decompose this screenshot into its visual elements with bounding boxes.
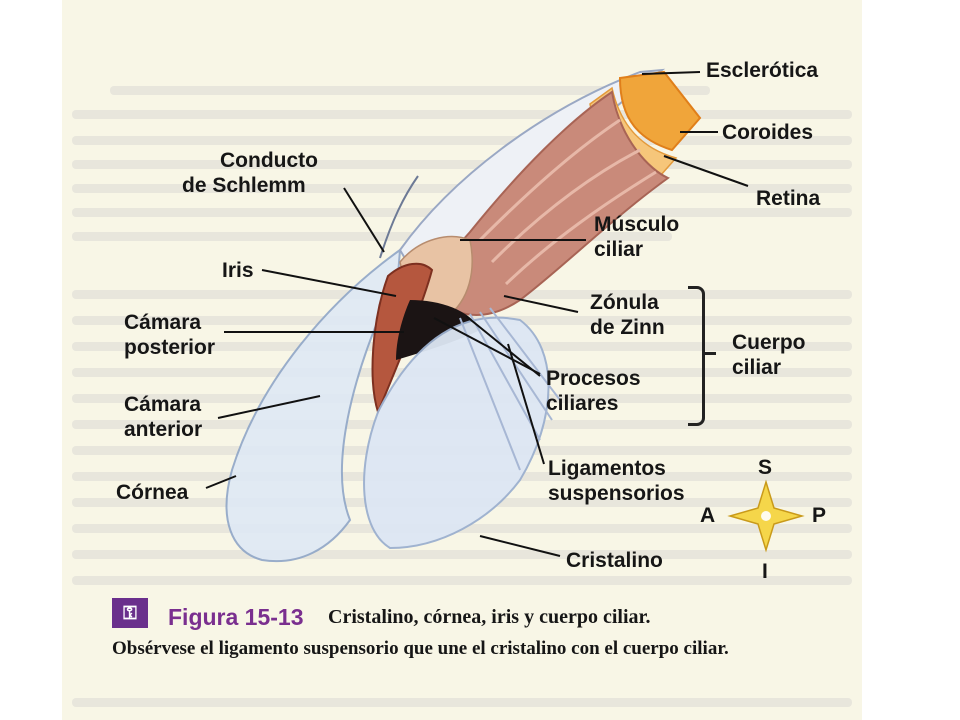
label-line: ciliar	[594, 238, 644, 261]
label-line: Procesos	[546, 367, 641, 390]
label-musculo-ciliar: Músculo ciliar	[594, 212, 679, 262]
lens-shape	[363, 316, 550, 550]
label-line: Cámara	[124, 393, 202, 416]
label-line: Ligamentos	[548, 457, 666, 480]
label-ligamentos-suspensorios: Ligamentos suspensorios	[548, 456, 685, 506]
label-line: Músculo	[594, 213, 680, 236]
compass-inferior: I	[762, 560, 768, 583]
compass-posterior: P	[812, 504, 827, 527]
compass-anterior: A	[700, 504, 716, 527]
label-line: Cuerpo	[732, 331, 806, 354]
label-retina: Retina	[756, 187, 821, 210]
label-coroides: Coroides	[722, 121, 814, 144]
key-icon: ⚿	[112, 598, 148, 628]
background-text-line	[72, 550, 852, 559]
label-line: Zónula	[590, 291, 659, 314]
background-text-line	[72, 698, 852, 707]
compass-superior: S	[758, 456, 773, 479]
label-line: anterior	[124, 418, 203, 441]
cuerpo-ciliar-brace-tip	[702, 352, 716, 355]
leader-lines	[205, 71, 749, 557]
figure-caption: Obsérvese el ligamento suspensorio que u…	[112, 638, 729, 659]
figure-number: Figura 15-13	[168, 604, 304, 630]
label-line: Cámara	[124, 311, 202, 334]
label-procesos-ciliares: Procesos ciliares	[546, 366, 641, 416]
compass-star	[727, 479, 805, 553]
label-cuerpo-ciliar: Cuerpo ciliar	[732, 330, 806, 380]
label-line: de Schlemm	[182, 174, 306, 197]
background-text-line	[72, 110, 852, 119]
suspensory-ligament-fibers	[459, 307, 561, 471]
cuerpo-ciliar-brace	[688, 286, 705, 426]
label-zonula-zinn: Zónula de Zinn	[590, 290, 665, 340]
posterior-chamber	[396, 300, 480, 360]
choroid-layer	[618, 70, 702, 152]
background-text-line	[72, 576, 852, 585]
cornea-shape	[225, 247, 402, 563]
ciliary-muscle-fibers	[478, 118, 657, 286]
label-line: ciliar	[732, 356, 782, 379]
label-cristalino: Cristalino	[566, 549, 663, 572]
background-text-line	[110, 86, 710, 95]
background-text-line	[72, 160, 852, 169]
label-conducto-schlemm: Conducto de Schlemm	[182, 148, 318, 198]
label-line: suspensorios	[548, 482, 685, 505]
label-camara-anterior: Cámara anterior	[124, 392, 202, 442]
figure-title: Cristalino, córnea, iris y cuerpo ciliar…	[328, 606, 651, 628]
label-line: de Zinn	[590, 316, 665, 339]
schlemm-canal	[379, 175, 419, 259]
background-text-line	[72, 232, 672, 241]
label-line: posterior	[124, 336, 216, 359]
label-line: Conducto	[220, 149, 318, 172]
label-esclerotica: Esclerótica	[706, 59, 819, 82]
label-iris: Iris	[222, 259, 254, 282]
background-text-line	[72, 136, 852, 145]
label-cornea: Córnea	[116, 481, 189, 504]
label-line: ciliares	[546, 392, 619, 415]
label-camara-posterior: Cámara posterior	[124, 310, 215, 360]
